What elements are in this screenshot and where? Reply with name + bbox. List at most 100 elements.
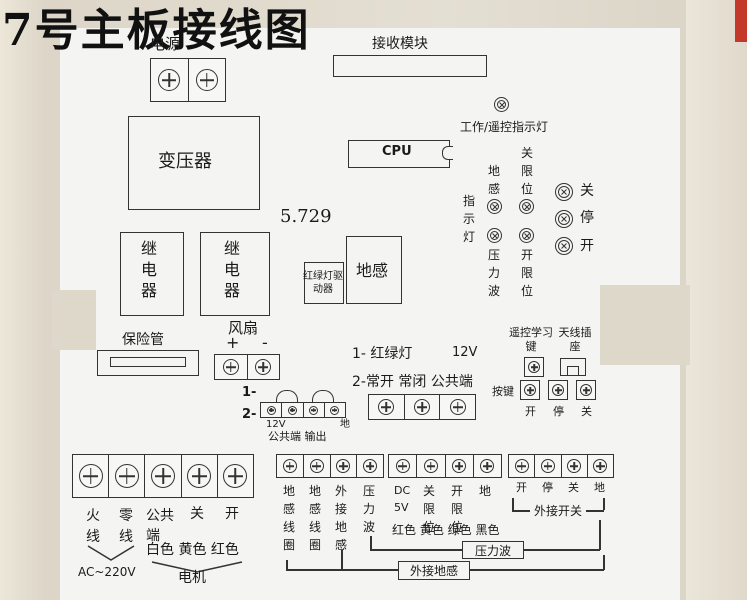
- mains-ac: AC~220V: [78, 565, 136, 579]
- g2-1: 关限位: [422, 484, 435, 534]
- screw-icon: [78, 464, 103, 488]
- jumper-2-label: 2-: [242, 407, 257, 422]
- mains-close: 关: [190, 506, 204, 522]
- transformer-box: [128, 116, 260, 210]
- g1-0: 地感线圈: [282, 484, 295, 552]
- screw-icon: [158, 69, 181, 91]
- fuse-tube: [110, 357, 186, 367]
- indicator-led-icon: [487, 228, 502, 243]
- ground-led-icon: [487, 199, 502, 214]
- ind-indicator-label: 指示灯: [462, 194, 475, 244]
- fuse-holder: [97, 350, 199, 376]
- mains-terminal: [72, 454, 254, 498]
- screw-icon: [423, 459, 438, 473]
- fuse-label: 保险管: [122, 332, 164, 348]
- fan-minus: -: [262, 333, 268, 352]
- ind-ground-label: 地感: [487, 164, 500, 196]
- g2-2: 开限位: [450, 484, 463, 534]
- g3-2: 关: [568, 481, 579, 494]
- pressure-box: 压力波: [462, 541, 524, 559]
- ground-loop-terminal: [276, 454, 384, 478]
- key-stop-label: 停: [553, 405, 564, 418]
- fan-terminal: [214, 354, 280, 380]
- key-open-label: 开: [525, 405, 536, 418]
- jumper-header: [260, 402, 346, 418]
- g1-2: 外接地感: [334, 484, 347, 552]
- g2-0: DC 5V: [394, 484, 411, 514]
- stop-button-icon: [555, 210, 573, 228]
- screw-icon: [336, 459, 351, 473]
- mains-zero: 零线: [119, 508, 133, 545]
- board-case-edge: [686, 0, 747, 600]
- sheet-notch-right: [600, 285, 690, 365]
- model-number: 5.729: [280, 206, 332, 227]
- relay-2-label: 继电器: [223, 239, 240, 300]
- jumper-arc-1: [276, 390, 298, 403]
- ground-sense-label: 地感: [356, 261, 389, 280]
- traffic-light-label: 1- 红绿灯: [352, 346, 413, 362]
- ac-bracket: [87, 545, 135, 561]
- key-label: 按键: [492, 385, 514, 398]
- ext-switch-terminal: [508, 454, 614, 478]
- jumper-12v: 12V: [266, 419, 286, 430]
- traffic-driver-label: 红绿灯驱动器: [303, 271, 343, 295]
- open-button-icon: [555, 237, 573, 255]
- screw-icon: [514, 459, 529, 473]
- g1-1: 地感线圈: [308, 484, 321, 552]
- g2-3: 地: [478, 484, 491, 498]
- screw-icon: [363, 459, 378, 473]
- close-button-icon: [555, 183, 573, 201]
- work-led-label: 工作/遥控指示灯: [460, 120, 549, 134]
- key-close: [576, 380, 596, 400]
- jumper-common: 公共端 输出: [268, 430, 327, 443]
- page-title: 7号主板接线图: [2, 5, 311, 56]
- screw-icon: [151, 464, 175, 488]
- transformer-label: 变压器: [158, 151, 212, 172]
- key-icon: [528, 361, 540, 373]
- traffic-light-contacts: 2-常开 常闭 公共端: [352, 374, 473, 390]
- antenna-label: 天线插座: [558, 326, 592, 353]
- g3-3: 地: [594, 481, 605, 494]
- screw-icon: [449, 399, 466, 415]
- wire: [286, 560, 288, 570]
- g3-1: 停: [542, 481, 553, 494]
- relay-2: [200, 232, 270, 316]
- open-limit-led-icon: [519, 228, 534, 243]
- screw-icon: [452, 459, 467, 473]
- screw-icon: [255, 359, 272, 375]
- fan-plus: +: [226, 333, 240, 352]
- close-limit-led-icon: [519, 199, 534, 214]
- red-strip: [735, 0, 747, 42]
- screw-icon: [282, 459, 297, 473]
- fan-label: 风扇: [228, 319, 259, 337]
- open-button-label: 开: [580, 238, 594, 254]
- key-open: [520, 380, 540, 400]
- remote-learn-label: 遥控学习键: [509, 326, 553, 353]
- screw-icon: [480, 459, 495, 473]
- motor-colors: 白色 黄色 红色: [146, 542, 239, 558]
- motor-label: 电机: [178, 570, 206, 586]
- screw-icon: [395, 459, 410, 473]
- screw-icon: [567, 459, 582, 473]
- screw-icon: [195, 69, 218, 91]
- key-icon: [552, 384, 564, 396]
- traffic-terminal: [368, 394, 476, 420]
- mains-common: 公共端: [146, 508, 174, 544]
- motor-bracket: [151, 561, 243, 573]
- power-terminal: [150, 58, 226, 102]
- pin-icon: [330, 405, 340, 415]
- relay-1-label: 继电器: [140, 239, 157, 300]
- cpu-label: CPU: [382, 144, 412, 159]
- screw-icon: [223, 464, 248, 488]
- wire: [341, 550, 343, 570]
- traffic-light-volt: 12V: [452, 345, 478, 360]
- jumper-1-label: 1-: [242, 385, 257, 400]
- antenna-socket: [560, 358, 586, 376]
- pin-icon: [266, 405, 276, 415]
- ground-sense-module: [346, 236, 402, 304]
- screw-icon: [378, 399, 395, 415]
- learn-key: [524, 357, 544, 377]
- screw-icon: [414, 399, 430, 415]
- screw-icon: [309, 459, 324, 473]
- traffic-driver-box: [304, 262, 344, 304]
